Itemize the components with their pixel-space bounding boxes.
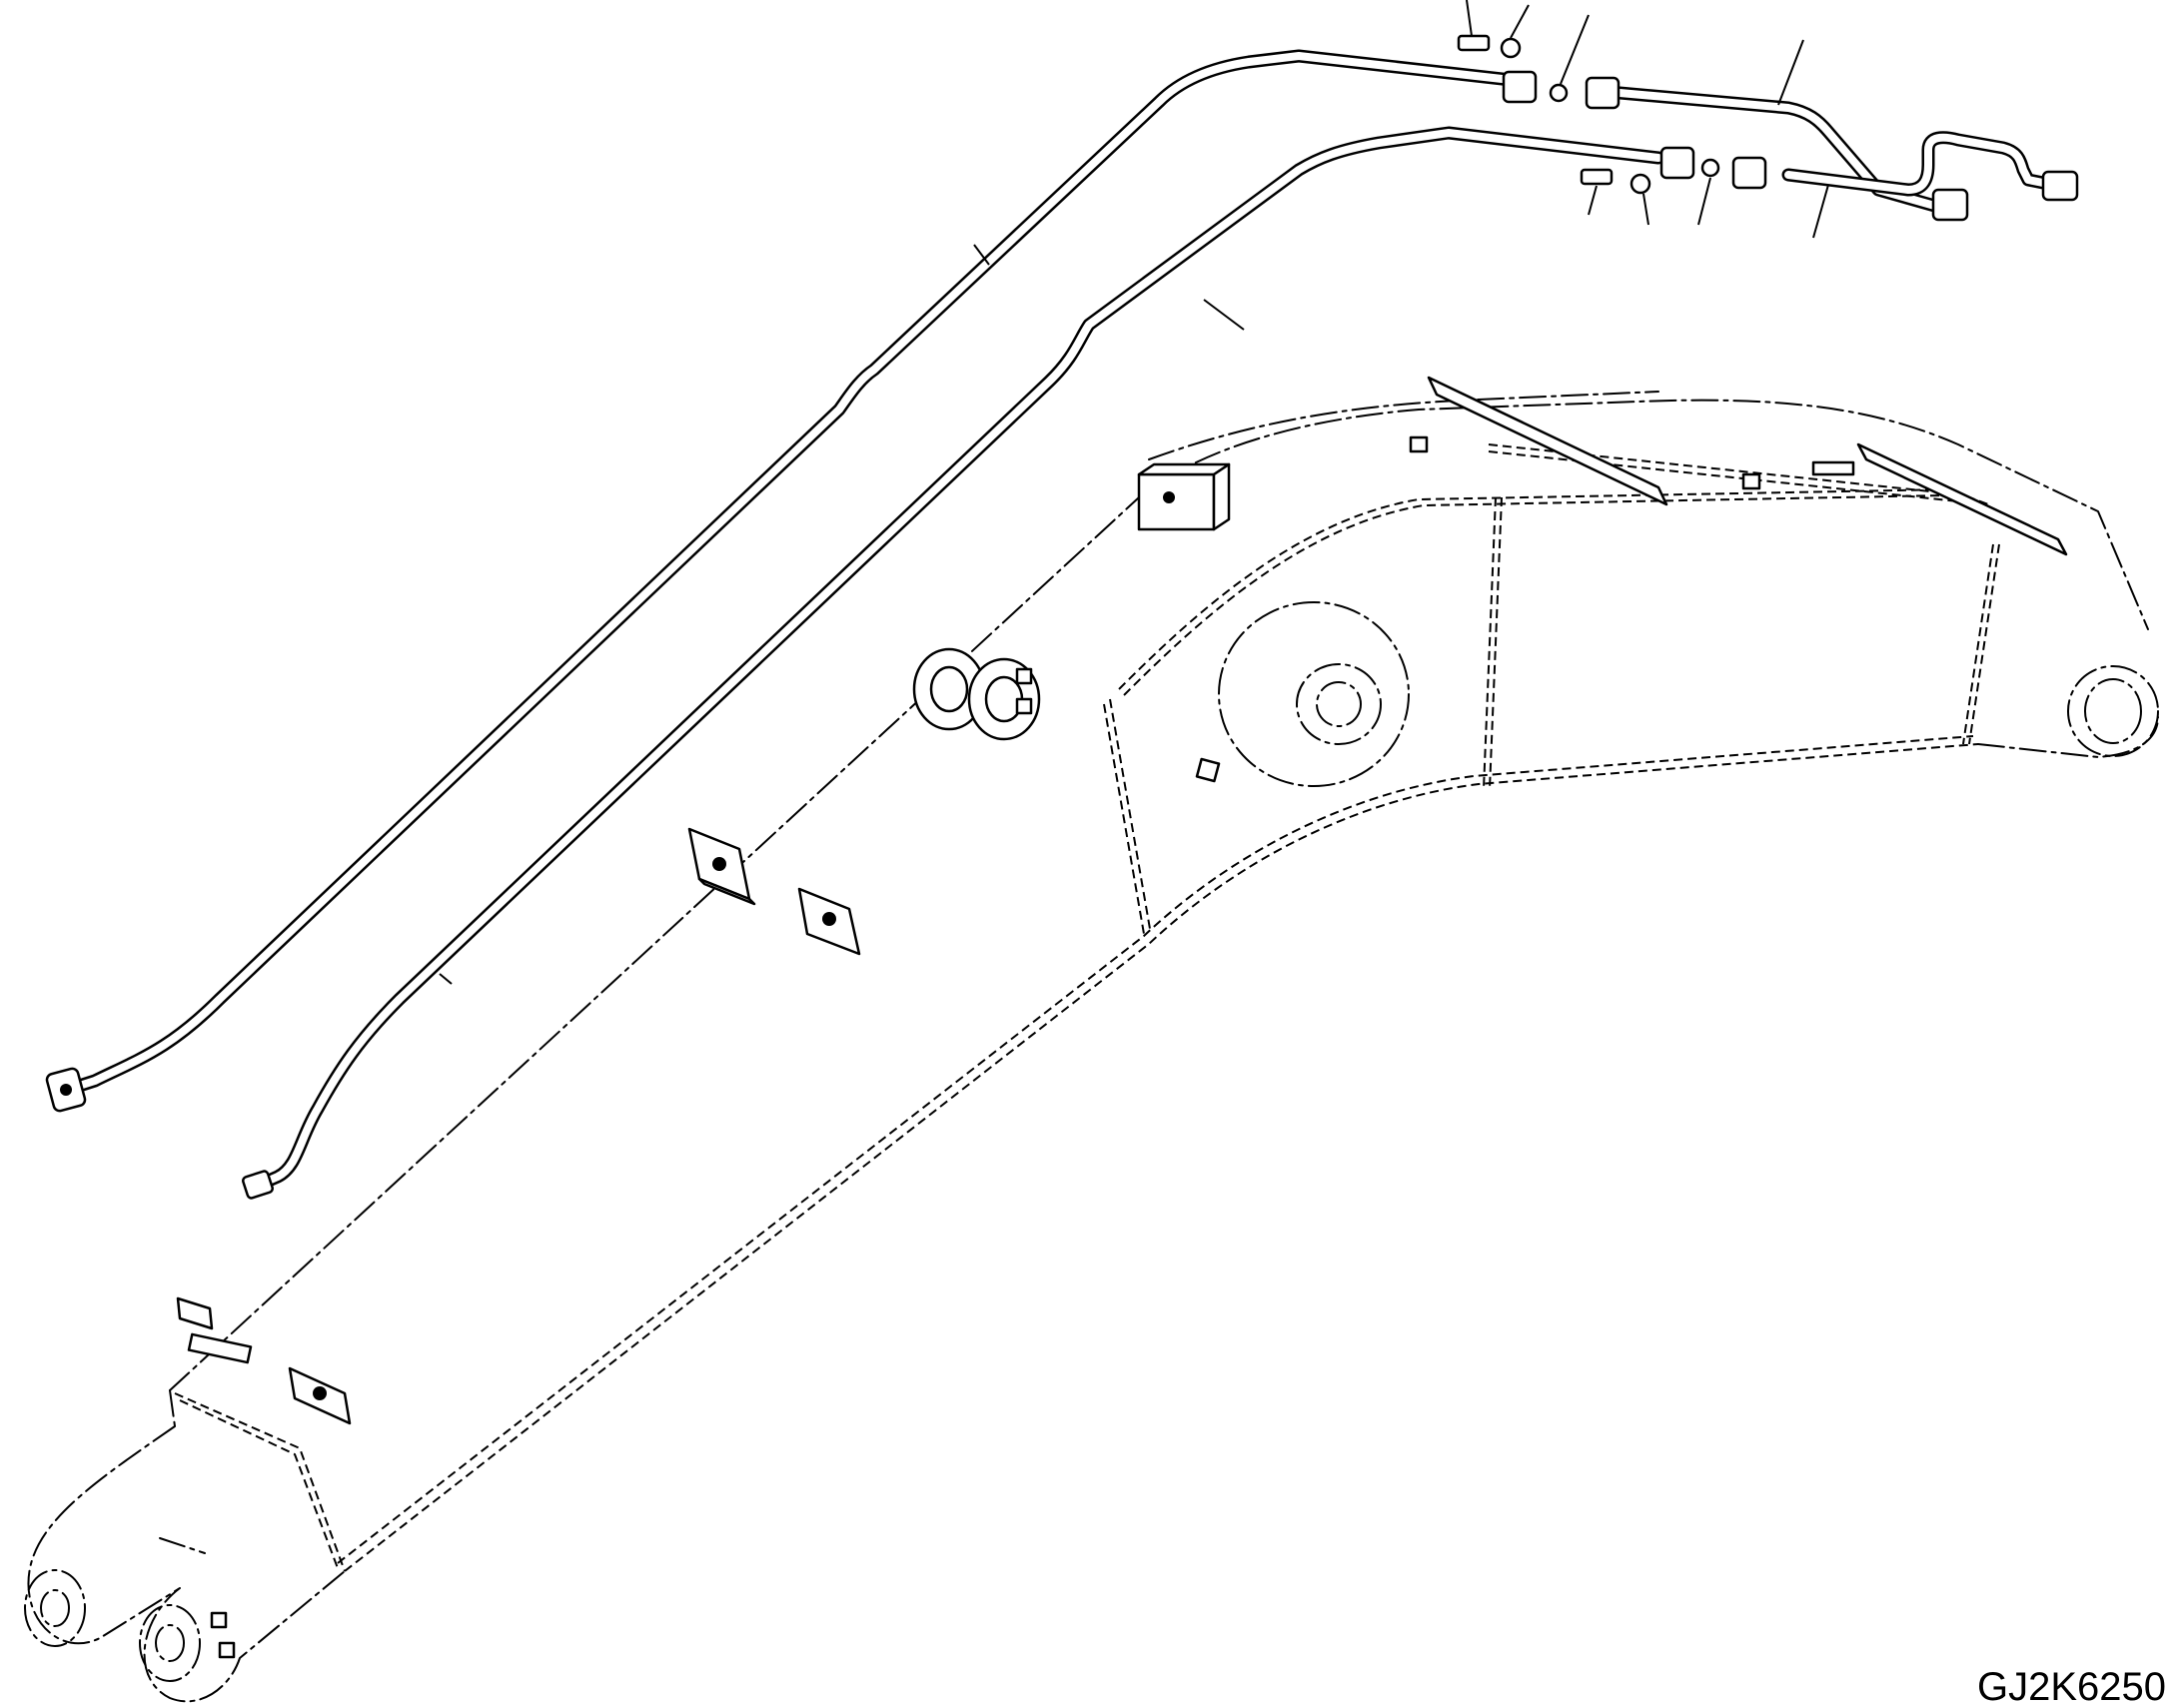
drawing-code: GJ2K6250: [1977, 1665, 2166, 1708]
clamp-block: [1137, 462, 1231, 531]
boom-structure: [24, 391, 2159, 1703]
upper-right-pipe-assembly: [973, 0, 2079, 331]
clamp-block: [288, 1366, 352, 1425]
pipe-clamps: [176, 462, 1231, 1659]
clamp-block: [797, 887, 861, 956]
clamp-block: [687, 827, 756, 906]
hydraulic-pipe-upper: [45, 49, 1536, 1113]
clamp-block: [176, 1296, 253, 1364]
top-mounting-brackets: [1409, 376, 2068, 556]
clamp-rings: [912, 647, 1041, 741]
hydraulic-pipe-lower: [242, 126, 1665, 1200]
